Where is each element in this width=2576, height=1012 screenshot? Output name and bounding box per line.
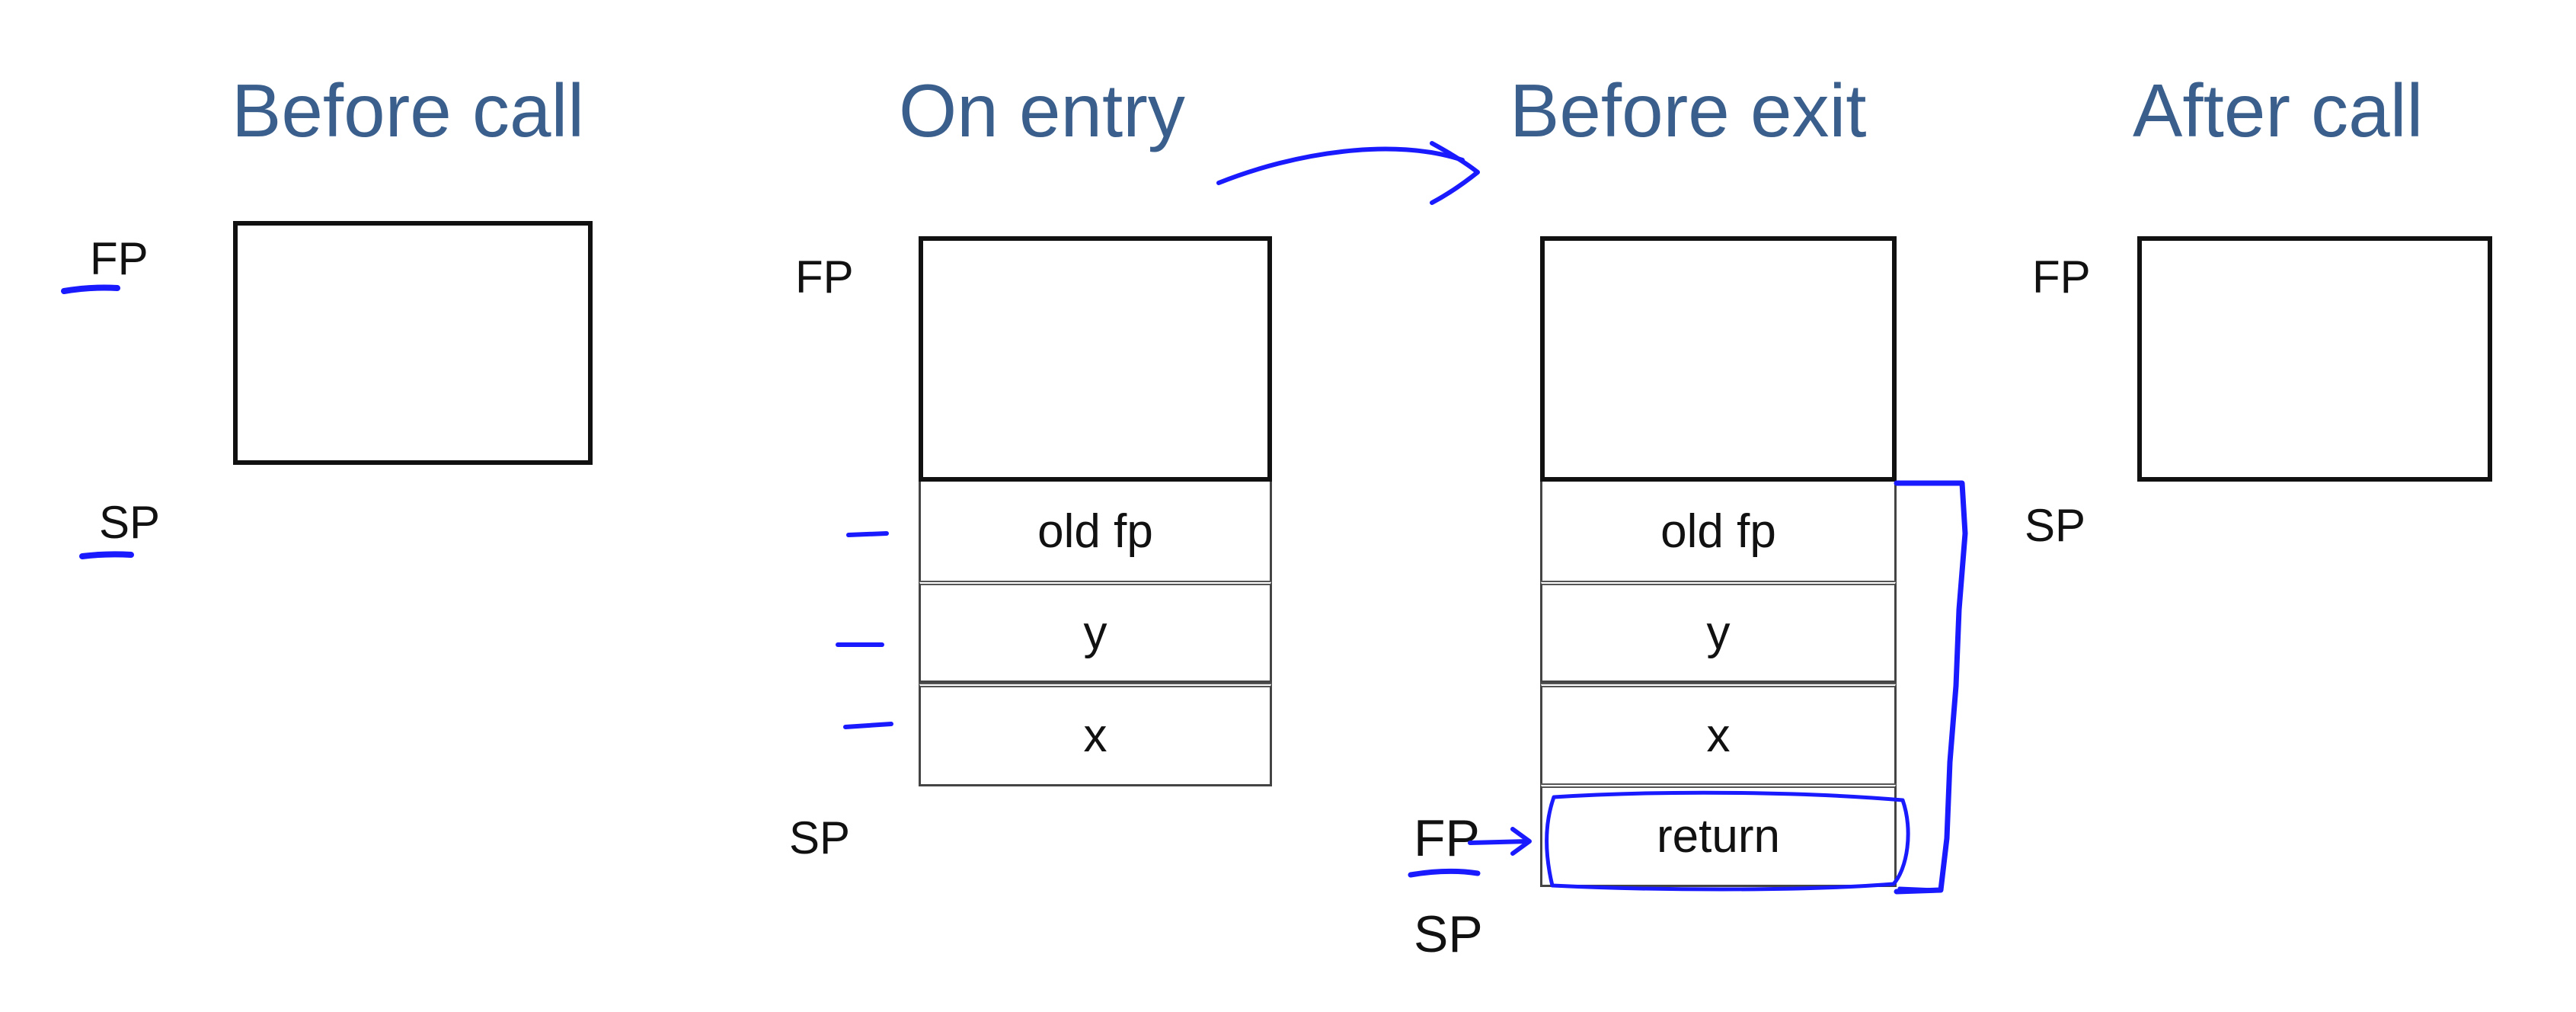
before-exit-frame	[1540, 236, 1897, 482]
before-exit-fp-label: FP	[1414, 809, 1480, 867]
before-exit-cell-old-fp: old fp	[1540, 482, 1897, 584]
tick-mark-old-fp	[846, 531, 889, 537]
before-exit-cell-x: x	[1540, 683, 1897, 786]
sp-underline-mark	[79, 551, 134, 559]
heading-after-call: After call	[2133, 69, 2424, 152]
after-call-sp-label: SP	[2025, 500, 2086, 551]
before-call-sp-label: SP	[99, 497, 161, 548]
fp-underline-mark-exit	[1408, 868, 1481, 878]
after-call-frame	[2137, 236, 2492, 482]
before-exit-cell-return: return	[1540, 783, 1897, 887]
before-call-frame	[233, 221, 593, 465]
on-entry-frame	[919, 236, 1272, 482]
before-exit-cell-y: y	[1540, 581, 1897, 683]
on-entry-fp-label: FP	[795, 251, 854, 303]
before-call-fp-label: FP	[90, 233, 149, 284]
heading-before-call: Before call	[232, 69, 585, 152]
heading-before-exit: Before exit	[1510, 69, 1867, 152]
before-exit-sp-label: SP	[1414, 905, 1483, 963]
transition-arrowhead	[1430, 141, 1480, 205]
heading-on-entry: On entry	[899, 69, 1185, 152]
transition-arrow	[1216, 146, 1465, 185]
tick-mark-x	[843, 722, 893, 729]
on-entry-cell-x: x	[919, 683, 1272, 786]
fp-underline-mark	[61, 284, 120, 294]
on-entry-cell-y: y	[919, 581, 1272, 683]
frame-bracket	[1894, 480, 1968, 895]
on-entry-cell-old-fp: old fp	[919, 482, 1272, 584]
on-entry-sp-label: SP	[789, 812, 851, 863]
after-call-fp-label: FP	[2032, 251, 2091, 303]
